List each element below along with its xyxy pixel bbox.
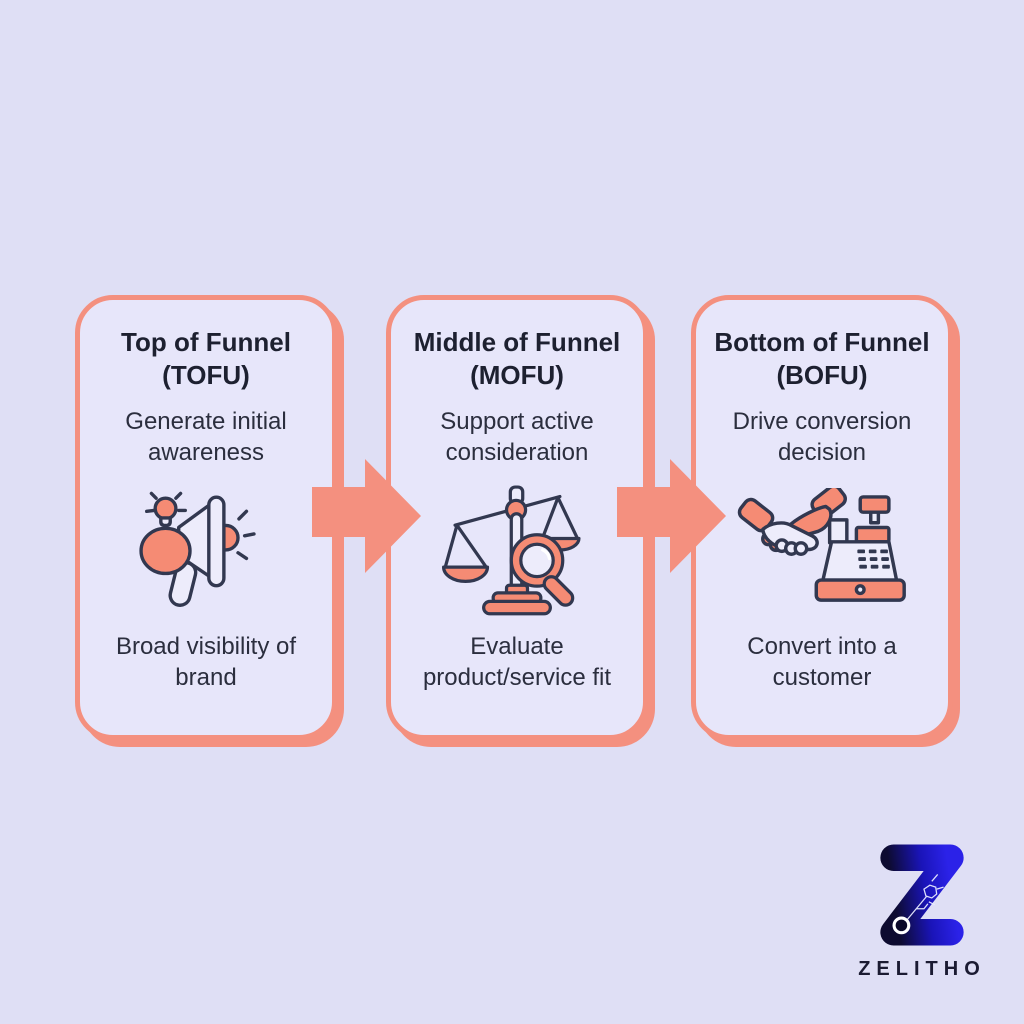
zelitho-z-logo-icon — [880, 844, 964, 946]
stage-card-mofu: Middle of Funnel (MOFU) Support active c… — [386, 295, 648, 740]
stage-outcome-tofu: Broad visibility of brand — [115, 633, 297, 692]
stage-card-tofu: Top of Funnel (TOFU) Generate initial aw… — [75, 295, 337, 740]
handshake-cash-register-icon — [736, 474, 908, 624]
stage-outcome-mofu: Evaluate product/service fit — [422, 633, 612, 692]
arrow-mofu-to-bofu-icon — [617, 459, 726, 573]
stage-outcome-bofu: Convert into a customer — [747, 633, 897, 692]
stage-card-bofu: Bottom of Funnel (BOFU) Drive conversion… — [691, 295, 953, 740]
stage-title-tofu: Top of Funnel (TOFU) — [121, 327, 291, 390]
stage-subtitle-tofu: Generate initial awareness — [125, 408, 287, 466]
balance-scale-magnifier-icon — [436, 474, 598, 624]
stage-title-mofu: Middle of Funnel (MOFU) — [413, 327, 621, 390]
brand-logo: ZELITHO — [856, 840, 988, 981]
megaphone-lightbulb-icon — [126, 474, 286, 624]
stage-title-bofu: Bottom of Funnel (BOFU) — [714, 327, 930, 390]
stage-subtitle-mofu: Support active consideration — [440, 408, 594, 466]
stage-subtitle-bofu: Drive conversion decision — [732, 408, 912, 466]
arrow-tofu-to-mofu-icon — [312, 459, 421, 573]
brand-name: ZELITHO — [858, 958, 986, 980]
